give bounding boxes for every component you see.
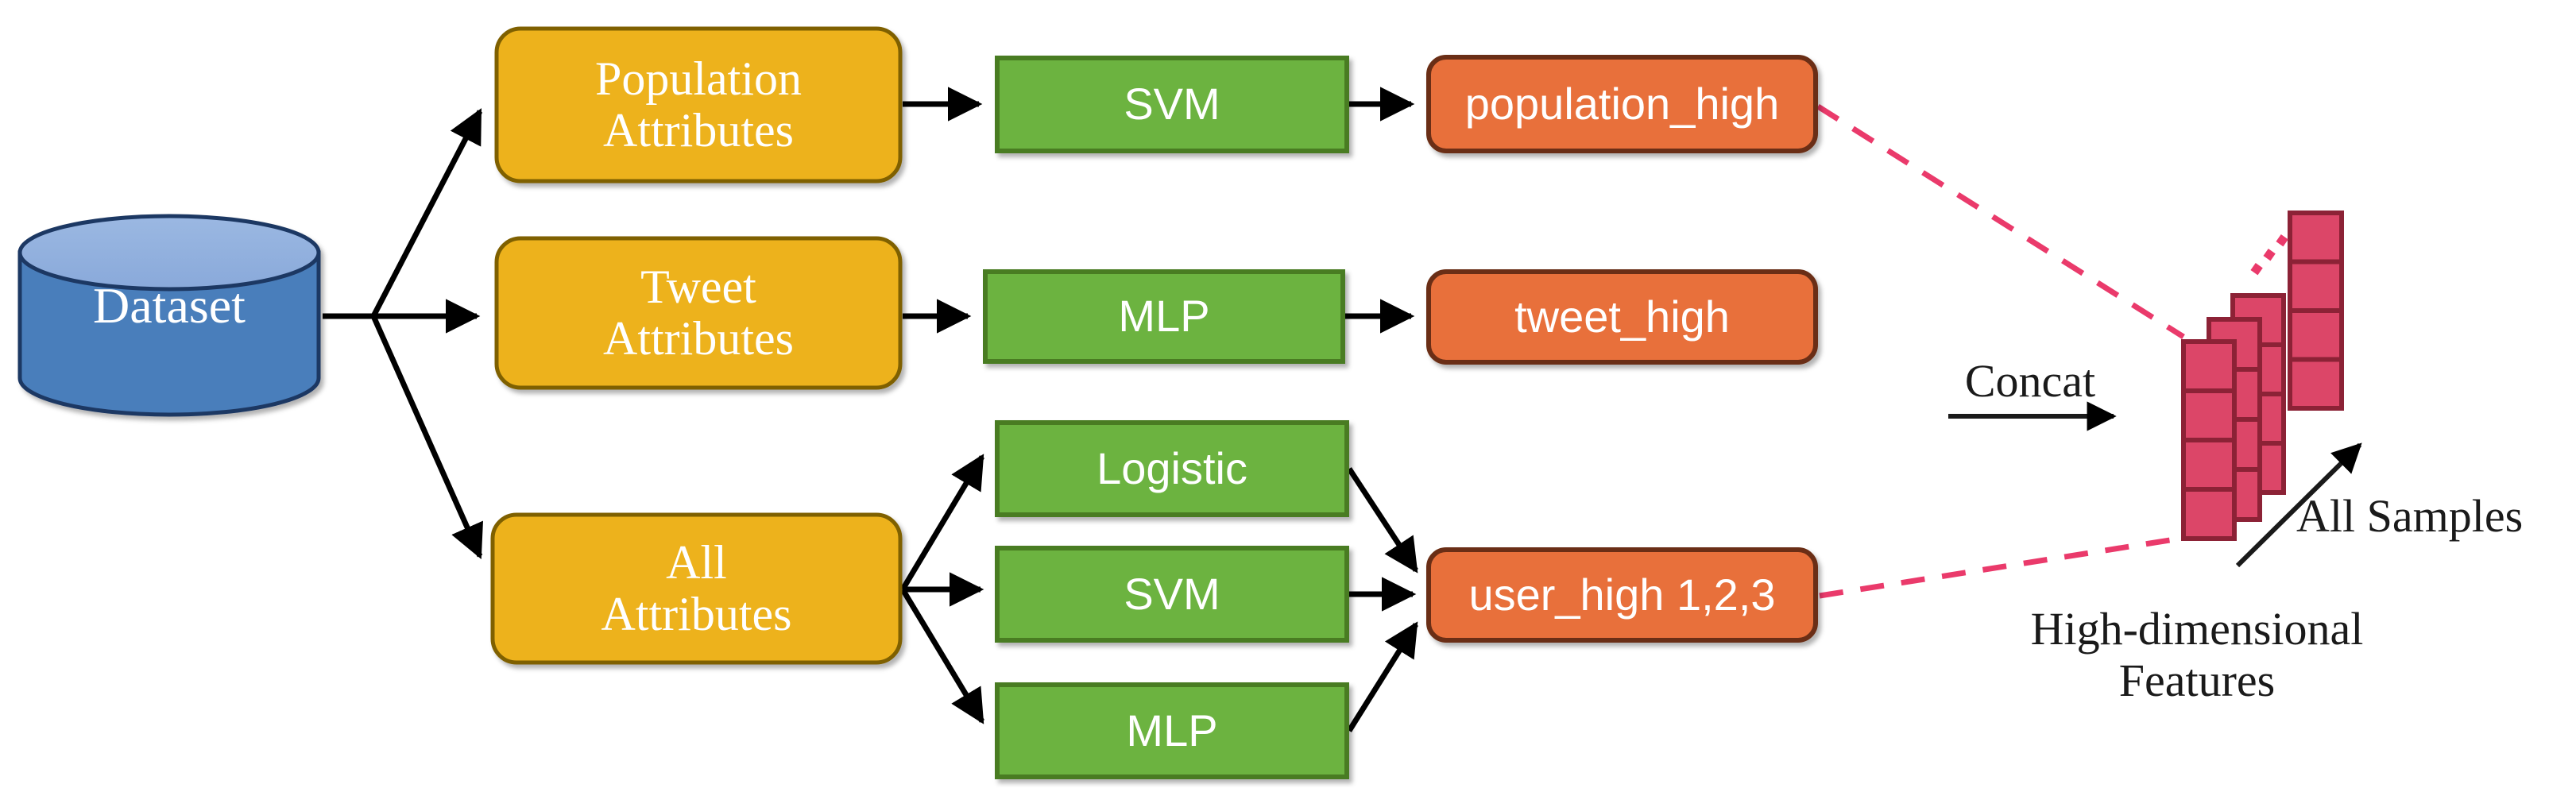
node-tweet-attributes[interactable] — [494, 236, 903, 390]
node-model-mlp-1[interactable] — [983, 269, 1345, 364]
feature-stack — [2181, 211, 2344, 541]
feature-column-4 — [2288, 211, 2344, 411]
feature-column-1 — [2181, 339, 2237, 541]
feature-stack-ellipsis-icon — [2250, 234, 2288, 276]
arrow-all-to-logistic — [899, 454, 985, 591]
feature-cell — [2181, 487, 2237, 541]
dataset-branch-arrows — [323, 108, 483, 559]
arrow-logistic-to-user-high — [1347, 467, 1418, 574]
feature-cell — [2288, 259, 2344, 313]
output-boxes — [1426, 55, 1818, 643]
dashed-connectors — [1816, 104, 2191, 599]
dataset-cylinder — [17, 214, 321, 417]
ellipsis-dot — [2263, 249, 2276, 261]
node-output-user-high[interactable] — [1426, 547, 1818, 643]
attribute-boxes — [490, 26, 903, 665]
node-model-svm-2[interactable] — [995, 546, 1349, 643]
node-output-tweet-high[interactable] — [1426, 269, 1818, 365]
all-samples-arrow — [2235, 442, 2362, 568]
all-samples-arrow-line — [2235, 442, 2362, 568]
node-model-svm-1[interactable] — [995, 56, 1349, 153]
dataset-body — [17, 250, 321, 417]
dataset-top-ellipse — [17, 214, 321, 292]
feature-cell — [2288, 357, 2344, 411]
node-model-mlp-2[interactable] — [995, 682, 1349, 779]
arrow-mlp-to-user-high — [1347, 621, 1418, 732]
row3-fanin-arrows — [1347, 467, 1418, 732]
arrow-dataset-to-all — [370, 315, 483, 559]
features-caption: High-dimensional Features — [2030, 603, 2364, 706]
feature-cell — [2181, 438, 2237, 492]
ellipsis-dot — [2276, 234, 2288, 247]
ellipsis-dot — [2250, 263, 2263, 276]
feature-cell — [2181, 388, 2237, 442]
node-model-logistic[interactable] — [995, 420, 1349, 517]
all-samples-label: All Samples — [2296, 490, 2524, 542]
node-output-population-high[interactable] — [1426, 55, 1818, 153]
node-population-attributes[interactable] — [494, 26, 903, 183]
dashed-user-to-features — [1819, 534, 2191, 599]
model-boxes — [983, 56, 1349, 779]
feature-cell — [2181, 339, 2237, 393]
node-all-attributes[interactable] — [490, 512, 903, 665]
arrow-dataset-to-population — [370, 108, 483, 318]
feature-cell — [2288, 211, 2344, 265]
dashed-population-to-features — [1816, 104, 2185, 339]
arrow-all-to-mlp — [900, 588, 984, 724]
row3-fanout-arrows — [899, 454, 985, 724]
feature-cell — [2288, 308, 2344, 362]
concat-label: Concat — [1964, 355, 2096, 407]
